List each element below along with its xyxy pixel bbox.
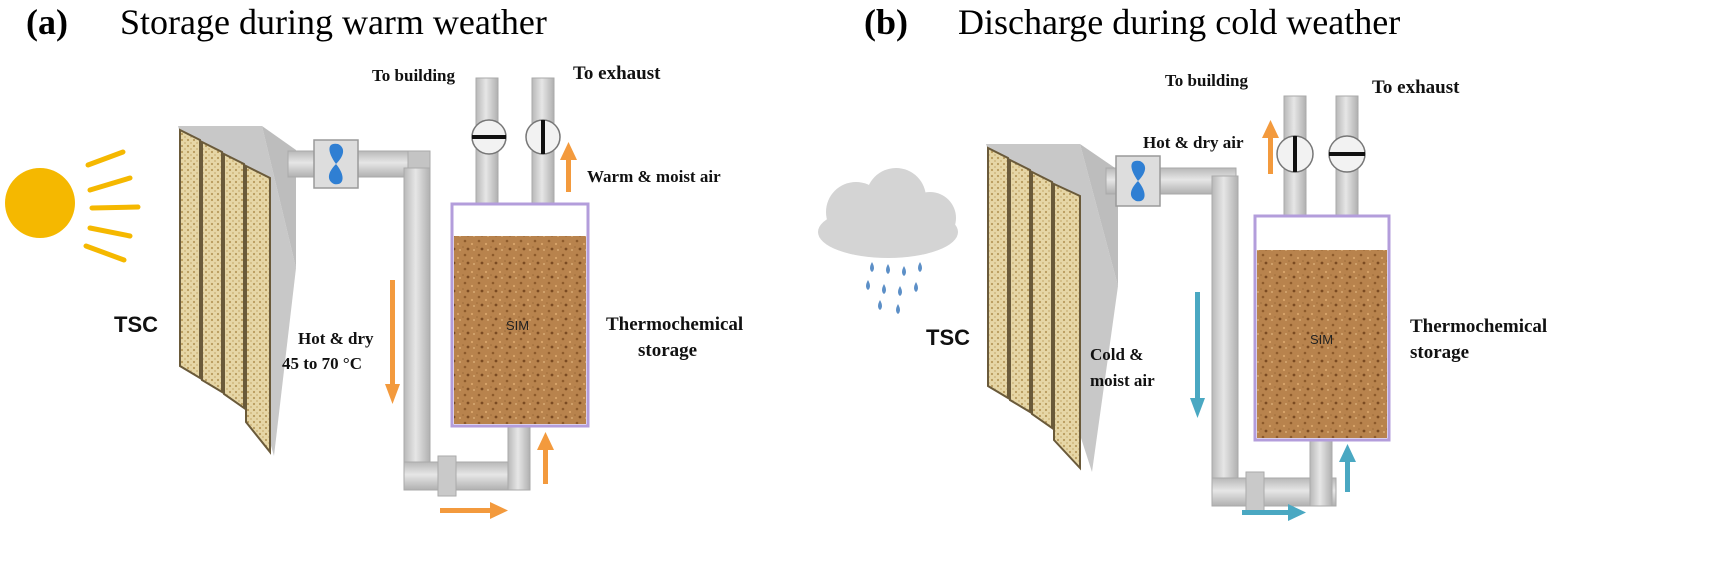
fan-icon: [313, 139, 359, 189]
storage-label-line1: Thermochemical: [606, 314, 743, 335]
panel-b-title: Discharge during cold weather: [958, 2, 1400, 42]
storage-label-line2-b: storage: [1410, 342, 1469, 363]
thermochemical-tank: [450, 202, 590, 428]
outlet-air-label-b: Hot & dry air: [1143, 133, 1244, 152]
material-label-b: SIM: [1310, 332, 1333, 347]
cold-arrow-down-icon: [1190, 292, 1205, 418]
to-building-label-b: To building: [1165, 71, 1249, 90]
inlet-air-line1-b: Cold &: [1090, 345, 1143, 364]
to-building-label: To building: [372, 66, 456, 85]
panel-a-letter: (a): [26, 2, 68, 42]
material-label: SIM: [506, 318, 529, 333]
storage-label-line2: storage: [638, 340, 697, 361]
collector-label: TSC: [114, 312, 158, 337]
cold-arrow-right-icon: [1242, 504, 1306, 521]
panel-b-letter: (b): [864, 2, 908, 42]
inlet-air-line2-b: moist air: [1090, 371, 1155, 390]
damper-building-open-icon: [1276, 135, 1314, 173]
inlet-air-line2: 45 to 70 °C: [282, 354, 362, 373]
arrow-up-bottom-icon: [537, 432, 554, 484]
damper-exhaust-open-icon: [525, 119, 561, 155]
thermochemical-tank-b: [1253, 214, 1391, 442]
airflow-arrows-b: [1190, 120, 1356, 521]
arrow-down-icon: [385, 280, 400, 404]
to-exhaust-label: To exhaust: [573, 63, 661, 84]
sun-icon: [5, 149, 141, 263]
to-exhaust-label-b: To exhaust: [1372, 77, 1460, 98]
storage-label-line1-b: Thermochemical: [1410, 316, 1547, 337]
hot-arrow-up-icon: [1262, 120, 1279, 174]
duct-system: [287, 77, 555, 497]
cold-arrow-up-icon: [1339, 444, 1356, 492]
fan-icon-b: [1115, 155, 1161, 207]
arrow-up-outlet-icon: [560, 142, 577, 192]
inlet-air-line1: Hot & dry: [298, 329, 374, 348]
tsc-collector: [178, 126, 296, 456]
tsc-collector-b: [986, 144, 1118, 472]
airflow-arrows: [385, 142, 577, 519]
collector-label-b: TSC: [926, 325, 970, 350]
arrow-right-icon: [440, 502, 508, 519]
outlet-air-label: Warm & moist air: [587, 167, 721, 186]
panel-a-title: Storage during warm weather: [120, 2, 547, 42]
damper-exhaust-closed-icon: [1328, 135, 1366, 173]
rain-cloud-icon: [818, 168, 958, 314]
panel-a: (a) Storage during warm weather: [5, 2, 743, 519]
panel-b: (b) Discharge during cold weather: [818, 2, 1547, 521]
damper-building-closed-icon: [471, 119, 507, 155]
